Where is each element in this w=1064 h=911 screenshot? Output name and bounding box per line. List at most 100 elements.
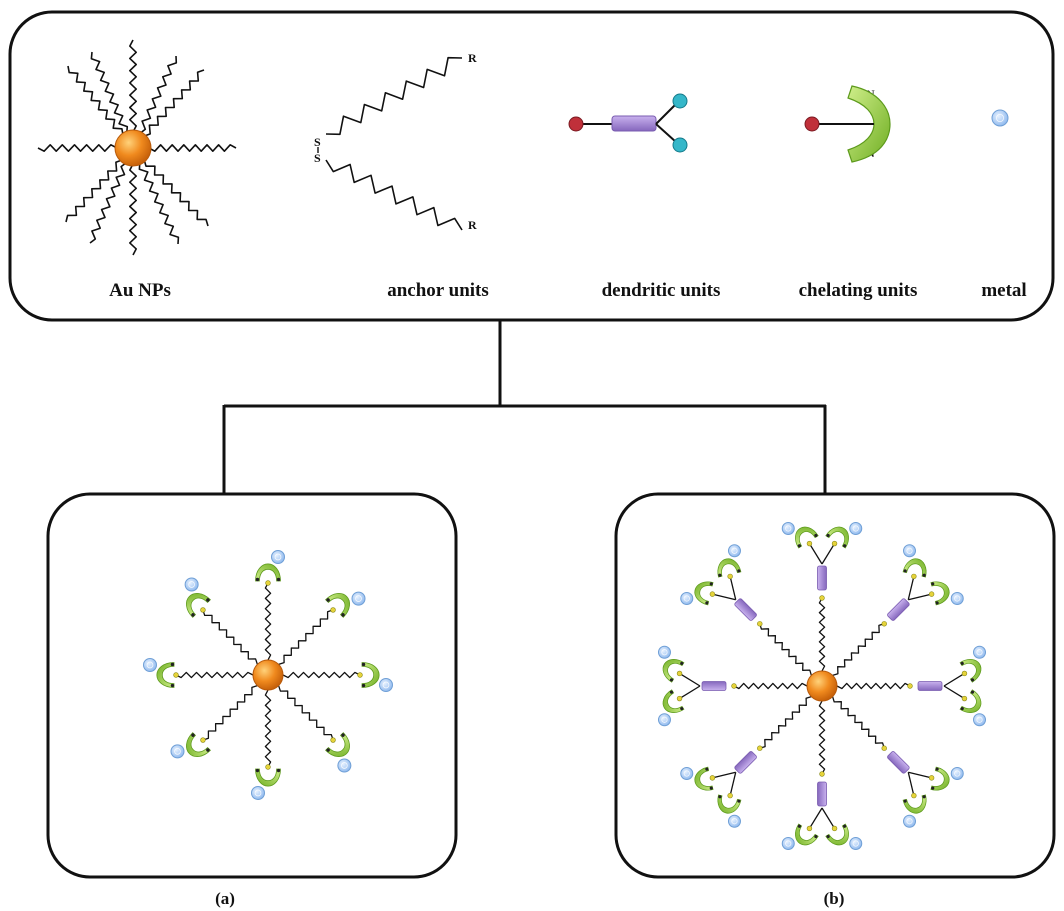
- metal-ion-icon: [657, 645, 671, 659]
- chelating-unit-icon: [959, 689, 982, 713]
- chelating-unit-icon: N N: [804, 85, 891, 163]
- metal-ion-icon: [849, 521, 863, 535]
- linker-dot: [357, 672, 363, 678]
- dendritic-anchor-end: [568, 116, 584, 132]
- dendritic-branch: [712, 771, 736, 779]
- alkyl-chain: [143, 69, 205, 137]
- anchor-s2: S: [314, 151, 321, 165]
- metal-ion-icon: [727, 544, 741, 558]
- alkyl-chain: [67, 65, 124, 136]
- chelating-unit-icon: [694, 581, 714, 606]
- linker-dot: [173, 672, 179, 678]
- gold-core: [114, 129, 152, 167]
- linker-dot: [819, 771, 825, 777]
- dendritic-branch-end: [672, 137, 688, 153]
- chelating-unit-icon: [662, 659, 685, 683]
- panel-b-caption: (b): [824, 889, 845, 908]
- dendritic-unit-icon: [817, 781, 827, 807]
- metal-ion-icon: [991, 109, 1009, 127]
- linker-dot: [676, 670, 683, 677]
- alkyl-chain: [759, 695, 812, 749]
- linker-dot: [727, 573, 733, 580]
- dendritic-body: [611, 115, 657, 132]
- metal-ion-icon: [849, 837, 863, 851]
- chelating-unit-icon: [930, 581, 950, 606]
- dendritic-unit-icon: [817, 565, 827, 591]
- metal-ion-icon: [680, 767, 694, 781]
- chelating-unit-icon: [186, 593, 211, 618]
- chelating-crescent: [847, 85, 891, 163]
- dendritic-unit-icon: [568, 93, 688, 153]
- chelating-unit-icon: [717, 794, 742, 814]
- metal-ion-icon: [251, 786, 265, 800]
- legend-label-metal: metal: [981, 280, 1026, 301]
- dendritic-unit-icon: [887, 598, 910, 621]
- metal-ion-icon: [991, 109, 1009, 127]
- linker-dot: [200, 607, 206, 613]
- dendritic-branch: [679, 685, 701, 700]
- chelating-unit-icon: [959, 659, 982, 683]
- dendritic-branch: [908, 771, 932, 779]
- alkyl-chain: [264, 582, 272, 661]
- metal-ion-icon: [727, 814, 741, 828]
- dendritic-unit-icon: [887, 751, 910, 774]
- dendritic-branch: [943, 685, 965, 700]
- chelating-unit-icon: [325, 732, 350, 757]
- anchor-chain-lower: [325, 159, 463, 231]
- alkyl-chain: [175, 671, 254, 679]
- alkyl-chain: [148, 144, 237, 152]
- dendritic-branch: [821, 807, 836, 829]
- alkyl-chain: [818, 700, 826, 775]
- alkyl-chain: [139, 55, 178, 135]
- legend-panel: [8, 10, 1055, 322]
- linker-dot: [961, 670, 968, 677]
- metal-ion-icon: [351, 591, 366, 606]
- alkyl-chain: [277, 685, 334, 741]
- chelating-unit-icon: [694, 766, 714, 791]
- dendritic-branch-up: [655, 103, 677, 125]
- gold-core: [252, 659, 284, 691]
- linker-dot: [330, 737, 336, 743]
- linker-dot: [911, 573, 917, 580]
- alkyl-chain: [759, 623, 813, 676]
- chelating-unit-icon: [156, 662, 175, 688]
- linker-dot: [265, 580, 271, 586]
- dendritic-unit-icon: [917, 681, 943, 691]
- legend-label-au-nps: Au NPs: [109, 280, 171, 301]
- dendritic-branch: [821, 543, 836, 565]
- metal-ion-icon: [271, 550, 285, 564]
- alkyl-chain: [282, 671, 361, 679]
- chelating-unit-icon: [255, 768, 281, 787]
- metal-ion-icon: [781, 521, 795, 535]
- anchor-s1: S: [314, 135, 321, 149]
- gold-nanoparticle-icon: [37, 39, 237, 256]
- alkyl-chain: [733, 682, 808, 690]
- linker-dot: [330, 607, 336, 613]
- metal-ion-icon: [143, 658, 157, 672]
- linker-dot: [709, 591, 716, 597]
- alkyl-chain: [202, 609, 259, 665]
- chelating-unit-icon: [662, 689, 685, 713]
- linker-dot: [881, 621, 887, 627]
- chelating-unit-icon: [902, 558, 927, 578]
- chelating-unit-icon: [255, 563, 281, 582]
- dendritic-branch: [908, 593, 932, 601]
- metal-ion-icon: [379, 678, 393, 692]
- chelating-unit-icon: [361, 662, 380, 688]
- dendritic-unit-icon: [734, 598, 757, 621]
- linker-dot: [806, 825, 813, 832]
- anchor-r1: R: [468, 51, 477, 65]
- linker-dot: [819, 595, 825, 601]
- dendritic-branch: [729, 576, 737, 600]
- alkyl-chain: [65, 159, 123, 223]
- dendritic-branch: [808, 807, 823, 829]
- alkyl-chain: [90, 51, 129, 134]
- alkyl-chain: [37, 144, 118, 152]
- tree-connector: [222, 320, 827, 493]
- chelating-unit-icon: [717, 558, 742, 578]
- linker-dot: [727, 792, 733, 799]
- anchor-chain-upper: [325, 56, 463, 136]
- panel-a-nanoparticle: [143, 550, 393, 800]
- metal-ion-icon: [950, 767, 964, 781]
